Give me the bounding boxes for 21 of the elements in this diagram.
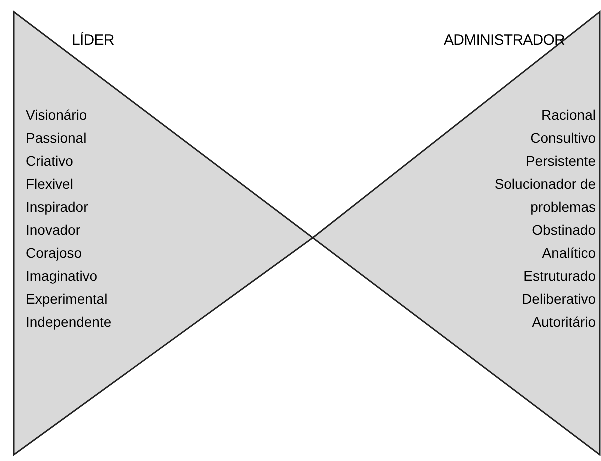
trait-text: Solucionador de problemas [494,175,596,217]
heading: ADMINISTRADOR [444,31,565,51]
trait-text: Deliberativo [521,290,596,309]
trait-text: Corajoso [26,244,84,263]
trait-text: Estruturado [522,267,596,286]
trait-text: Autoritário [531,313,596,332]
trait-text: Independente [26,313,112,332]
trait-text: Consultivo [530,129,596,148]
trait-text: Visionário [26,106,88,125]
trait-text: Racional [540,106,596,125]
trait-text: Criativo [26,152,74,171]
trait-text: Analítico [541,244,596,263]
trait-text: Inovador [26,221,82,240]
trait-text: Flexivel [26,175,74,194]
trait-text: Passional [26,129,88,148]
trait-text: Experimental [26,290,109,309]
trait-text: Obstinado [531,221,596,240]
trait-text: Inspirador [26,198,90,217]
trait-text: Persistente [524,152,596,171]
heading: LÍDER [72,31,114,51]
trait-text: Imaginativo [26,267,99,286]
